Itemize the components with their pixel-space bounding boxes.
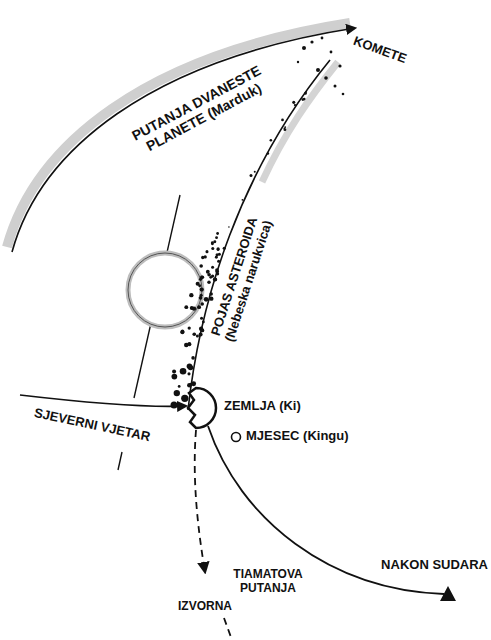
asteroid-dot	[330, 51, 333, 54]
belt-band	[262, 62, 338, 182]
asteroid-dot	[172, 369, 176, 373]
marduk-outline	[128, 253, 202, 327]
earth-half	[188, 388, 216, 428]
asteroid-dot	[283, 128, 286, 131]
asteroid-dot	[302, 46, 306, 50]
asteroid-dot	[211, 247, 214, 250]
asteroid-dot	[215, 268, 219, 272]
asteroid-dot	[191, 356, 195, 360]
asteroid-dot	[213, 240, 216, 243]
orbit-band	[7, 23, 350, 247]
asteroid-dot	[254, 171, 256, 173]
asteroid-dot	[192, 332, 196, 336]
asteroid-dot	[304, 92, 307, 95]
asteroid-dot	[216, 232, 219, 235]
asteroid-dot	[283, 127, 285, 129]
asteroid-dot	[187, 372, 190, 375]
asteroid-dot	[228, 226, 230, 228]
asteroid-dot	[292, 101, 295, 104]
asteroid-dot	[213, 277, 217, 281]
earth-label: ZEMLJA (Ki)	[224, 399, 301, 414]
asteroid-dot	[217, 247, 220, 250]
asteroid-dot	[301, 98, 304, 101]
asteroid-dot	[184, 305, 188, 309]
path-label: IZVORNA	[176, 600, 234, 614]
asteroid-dot	[178, 385, 181, 388]
asteroid-dot	[267, 152, 270, 155]
asteroid-dot	[196, 334, 199, 337]
asteroid-dot	[188, 365, 193, 370]
asteroid-dot	[180, 368, 187, 375]
asteroid-dot	[209, 292, 213, 296]
orbit-label: PUTANJA DVANESTE PLANETE (Marduk)	[126, 61, 274, 160]
asteroid-dot	[181, 395, 188, 402]
asteroid-dot	[209, 296, 213, 300]
asteroid-dot	[189, 383, 192, 386]
collision-label: NAKON SUDARA	[381, 558, 488, 573]
asteroid-dot	[297, 61, 299, 63]
asteroid-dot	[196, 282, 200, 286]
asteroid-dot	[187, 342, 191, 346]
asteroid-dot	[199, 264, 203, 268]
asteroid-dot	[200, 317, 203, 320]
moon-label: MJESEC (Kingu)	[246, 429, 349, 444]
collision-triangle	[440, 586, 456, 601]
asteroid-dot	[200, 294, 203, 297]
asteroid-dot	[200, 287, 204, 291]
asteroid-dot	[215, 236, 218, 239]
asteroid-dot	[338, 64, 341, 67]
asteroid-dot	[324, 76, 328, 80]
asteroid-dot	[217, 248, 220, 251]
asteroid-dot	[172, 374, 178, 380]
asteroid-dot	[242, 199, 244, 201]
asteroid-dot	[197, 305, 201, 309]
asteroid-dot	[187, 383, 192, 388]
asteroid-dot	[180, 330, 184, 334]
asteroid-dot	[207, 273, 211, 277]
comet-label: KOMETE	[351, 33, 408, 66]
asteroid-dot	[189, 293, 193, 297]
asteroid-dot	[192, 306, 196, 310]
asteroid-dot	[199, 278, 202, 281]
asteroid-dot	[316, 68, 320, 72]
tiamat-original-path	[195, 430, 205, 572]
wind-label: SJEVERNI VJETAR	[31, 405, 154, 445]
asteroid-dot	[213, 277, 217, 281]
asteroid-dot	[217, 260, 220, 263]
wind-dot	[171, 402, 178, 409]
asteroid-dot	[174, 390, 180, 396]
asteroid-dot	[199, 333, 203, 337]
asteroid-dot	[294, 104, 296, 106]
path-label: TIAMATOVA PUTANJA	[228, 568, 308, 596]
asteroid-dot	[205, 250, 208, 253]
asteroid-dot	[223, 247, 226, 250]
asteroid-dot	[202, 320, 205, 323]
asteroid-dot	[321, 37, 324, 40]
asteroid-dot	[342, 93, 345, 96]
asteroid-dot	[201, 329, 205, 333]
asteroid-dot	[200, 302, 204, 306]
marduk-planet	[128, 253, 202, 327]
asteroid-dot	[216, 253, 219, 256]
asteroid-dot	[281, 119, 284, 122]
asteroid-dot	[211, 266, 214, 269]
asteroid-dot	[334, 85, 337, 88]
asteroid-dot	[250, 174, 253, 177]
tiamat-original-path	[224, 618, 232, 640]
asteroid-dot	[310, 40, 313, 43]
asteroid-dot	[188, 326, 191, 329]
asteroid-dot	[270, 139, 273, 142]
asteroid-dot	[204, 297, 209, 302]
moon-circle	[232, 433, 241, 442]
wind-arrow	[20, 395, 186, 406]
asteroid-dot	[207, 280, 211, 284]
marduk-orbit	[12, 28, 355, 252]
asteroid-dot	[216, 272, 219, 275]
asteroid-dot	[201, 256, 204, 259]
marduk-track	[118, 452, 122, 470]
